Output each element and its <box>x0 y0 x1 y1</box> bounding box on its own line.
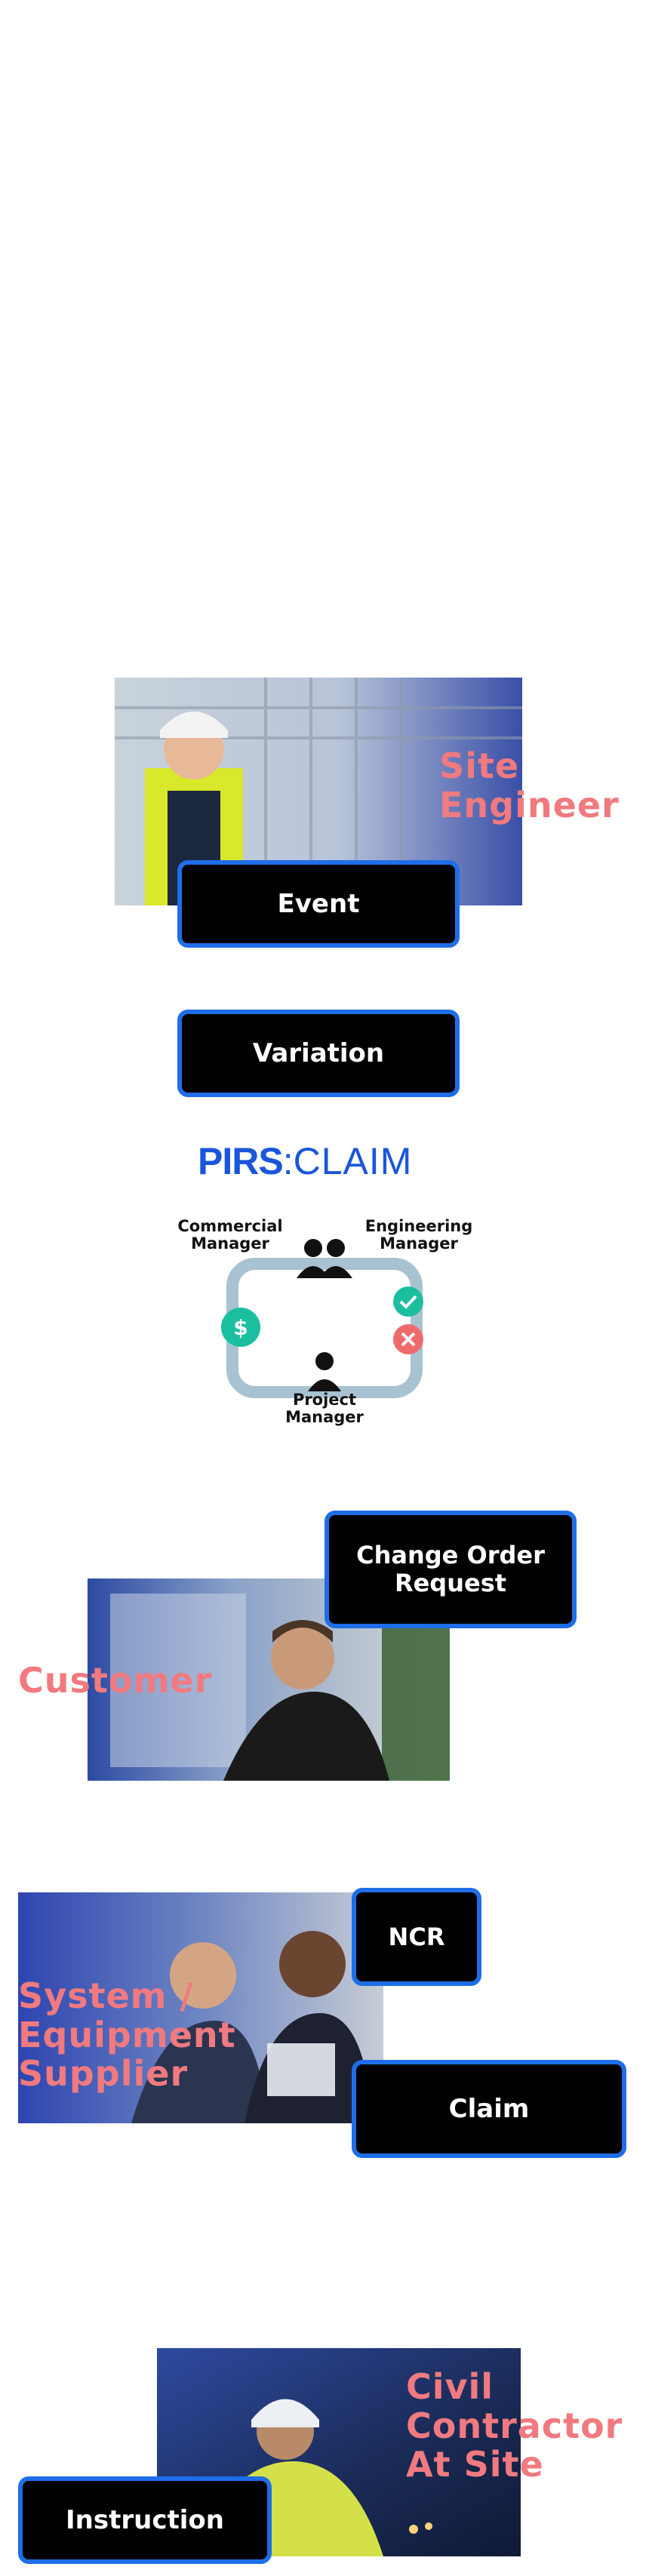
claim-button[interactable]: Claim <box>352 2060 626 2158</box>
commercial-manager-label: Commercial Manager <box>177 1217 283 1253</box>
logo-separator: : <box>282 1140 294 1182</box>
system-supplier-photo <box>18 1892 383 2123</box>
role-label-customer: Customer <box>18 1660 213 1701</box>
role-label-site-engineer: Site Engineer <box>439 745 620 825</box>
variation-button[interactable]: Variation <box>177 1010 460 1097</box>
engineering-manager-label: Engineering Manager <box>364 1217 473 1253</box>
event-button[interactable]: Event <box>177 860 460 948</box>
logo-pirs: PIRS <box>198 1140 284 1182</box>
project-manager-icon <box>308 1352 341 1391</box>
check-icon <box>393 1286 423 1317</box>
change-order-request-button[interactable]: Change Order Request <box>324 1511 577 1628</box>
dollar-icon: $ <box>221 1308 260 1347</box>
close-icon <box>393 1324 423 1354</box>
managers-group-icon <box>297 1239 352 1278</box>
role-label-system-supplier: System / Equipment Supplier <box>18 1975 236 2095</box>
instruction-button[interactable]: Instruction <box>18 2476 272 2564</box>
pirs-claim-logo: PIRS:CLAIM <box>198 1139 439 1185</box>
customer-photo <box>88 1578 450 1781</box>
project-manager-label: Project Manager <box>285 1391 364 1427</box>
role-label-civil-contractor: Civil Contractor At Site <box>406 2366 623 2485</box>
logo-claim: CLAIM <box>293 1140 413 1182</box>
approval-workflow-diagram: $ Commercial Manager Engineering Manager… <box>166 1207 483 1434</box>
svg-text:$: $ <box>233 1315 248 1340</box>
ncr-button[interactable]: NCR <box>352 1888 481 1986</box>
